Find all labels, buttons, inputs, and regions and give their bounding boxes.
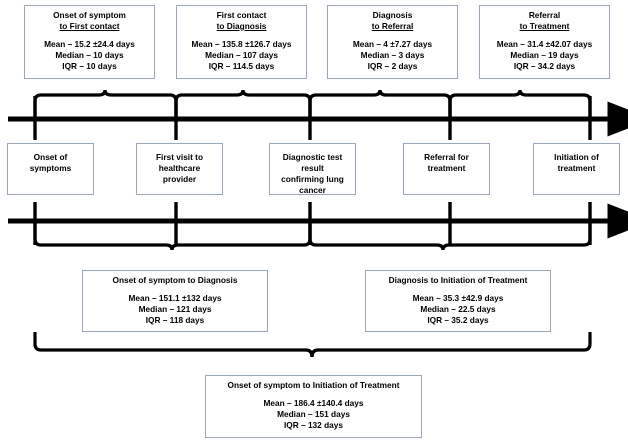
brace-first-contact-to-diagnosis bbox=[174, 89, 312, 119]
brace-diagnosis-to-referral bbox=[308, 89, 452, 119]
brace-diagnosis-to-treatment bbox=[308, 221, 592, 251]
interval-box-onset-to-first-contact: Onset of symptom to First contact Mean –… bbox=[24, 5, 155, 79]
milestone-label: Diagnostic test result confirming lung c… bbox=[281, 152, 344, 196]
milestone-box-referral-for-treatment: Referral for treatment bbox=[403, 143, 490, 195]
milestone-label: Referral for treatment bbox=[424, 152, 469, 174]
milestone-box-initiation-of-treatment: Initiation of treatment bbox=[533, 143, 620, 195]
milestone-label: Initiation of treatment bbox=[554, 152, 599, 174]
interval-title: Referral to Treatment bbox=[519, 10, 570, 31]
interval-stats: Mean – 4 ±7.27 days Median – 3 days IQR … bbox=[352, 38, 433, 71]
brace-onset-to-initiation-of-treatment bbox=[33, 332, 592, 358]
interval-title: Onset of symptom to First contact bbox=[53, 10, 126, 31]
interval-title: Onset of symptom to Diagnosis bbox=[112, 275, 238, 285]
milestone-label: First visit to healthcare provider bbox=[155, 152, 204, 185]
milestone-box-first-visit-to-healthcare-provider: First visit to healthcare provider bbox=[136, 143, 223, 195]
milestone-box-onset-of-symptoms: Onset of symptoms bbox=[7, 143, 94, 195]
milestone-label: Onset of symptoms bbox=[29, 152, 72, 174]
interval-stats: Mean – 31.4 ±42.07 days Median – 19 days… bbox=[496, 38, 593, 71]
brace-onset-to-first-contact bbox=[33, 89, 178, 119]
brace-onset-to-diagnosis bbox=[33, 221, 312, 251]
interval-box-referral-to-treatment: Referral to Treatment Mean – 31.4 ±42.07… bbox=[479, 5, 610, 79]
milestone-box-diagnostic-test-result: Diagnostic test result confirming lung c… bbox=[269, 143, 356, 195]
interval-title: Diagnosis to Referral bbox=[371, 10, 414, 31]
interval-stats: Mean – 15.2 ±24.4 days Median – 10 days … bbox=[44, 38, 135, 71]
interval-box-diagnosis-to-initiation-of-treatment: Diagnosis to Initiation of Treatment Mea… bbox=[365, 270, 551, 332]
interval-stats: Mean – 151.1 ±132 days Median – 121 days… bbox=[128, 292, 222, 326]
interval-box-diagnosis-to-referral: Diagnosis to Referral Mean – 4 ±7.27 day… bbox=[327, 5, 458, 79]
interval-title: First contact to Diagnosis bbox=[216, 10, 267, 31]
interval-title: Onset of symptom to Initiation of Treatm… bbox=[227, 380, 400, 390]
interval-stats: Mean – 135.8 ±126.7 days Median – 107 da… bbox=[191, 38, 292, 71]
interval-box-first-contact-to-diagnosis: First contact to Diagnosis Mean – 135.8 … bbox=[176, 5, 307, 79]
interval-box-onset-to-diagnosis: Onset of symptom to Diagnosis Mean – 151… bbox=[82, 270, 268, 332]
interval-box-onset-to-initiation-of-treatment: Onset of symptom to Initiation of Treatm… bbox=[205, 375, 422, 438]
interval-title: Diagnosis to Initiation of Treatment bbox=[388, 275, 528, 285]
brace-referral-to-treatment bbox=[448, 89, 592, 119]
interval-stats: Mean – 186.4 ±140.4 days Median – 151 da… bbox=[263, 397, 364, 431]
interval-stats: Mean – 35.3 ±42.9 days Median – 22.5 day… bbox=[412, 292, 504, 326]
